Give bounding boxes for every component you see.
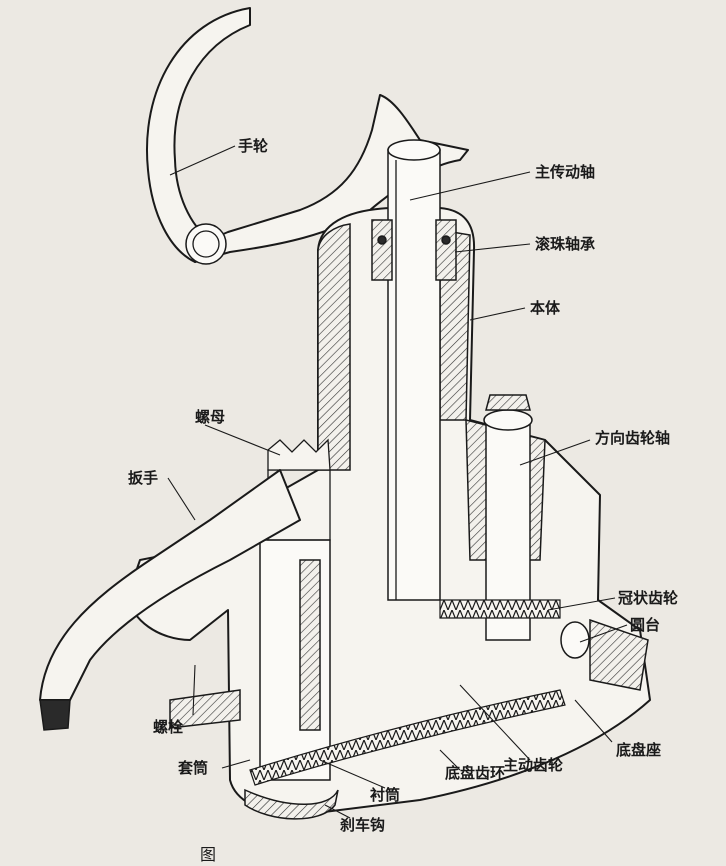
brake-hook — [244, 788, 339, 820]
wrench — [39, 469, 301, 731]
label-crown-gear: 冠状齿轮 — [618, 589, 678, 607]
label-brake-hook: 刹车钩 — [340, 816, 385, 834]
bolt-screw — [299, 559, 321, 731]
label-sleeve: 套筒 — [177, 759, 208, 777]
sleeve-assembly — [259, 438, 331, 781]
label-direction-gear-shaft: 方向齿轮轴 — [595, 429, 670, 447]
label-bushing: 衬筒 — [370, 786, 400, 804]
label-chassis-base: 底盘座 — [616, 741, 661, 759]
direction-gear-shaft — [439, 394, 561, 641]
leader-lines — [167, 145, 628, 819]
handwheel-tube-end — [185, 223, 227, 265]
labels: 手轮 主传动轴 滚珠轴承 本体 方向齿轮轴 螺母 扳手 冠状齿轮 圆台 螺栓 底… — [128, 137, 678, 834]
label-body: 本体 — [530, 299, 561, 317]
figure-caption: 图 — [200, 845, 216, 864]
label-ball-bearing: 滚珠轴承 — [535, 235, 595, 253]
ball-bearing-right — [435, 219, 457, 281]
label-drive-gear: 主动齿轮 — [503, 756, 563, 774]
ball-bearing-left — [371, 219, 393, 281]
crown-gear — [439, 599, 561, 619]
label-main-shaft: 主传动轴 — [535, 163, 595, 181]
label-nut: 螺母 — [195, 408, 225, 426]
main-drive-shaft — [371, 139, 457, 601]
label-handwheel: 手轮 — [238, 137, 268, 155]
nut-teeth — [267, 438, 331, 471]
label-chassis-ring-gear: 底盘齿环 — [445, 764, 505, 782]
round-table — [560, 618, 649, 691]
label-round-table: 圆台 — [630, 616, 660, 634]
handwheel — [146, 7, 469, 265]
label-wrench: 扳手 — [128, 469, 158, 487]
label-bolt: 螺栓 — [153, 718, 183, 736]
